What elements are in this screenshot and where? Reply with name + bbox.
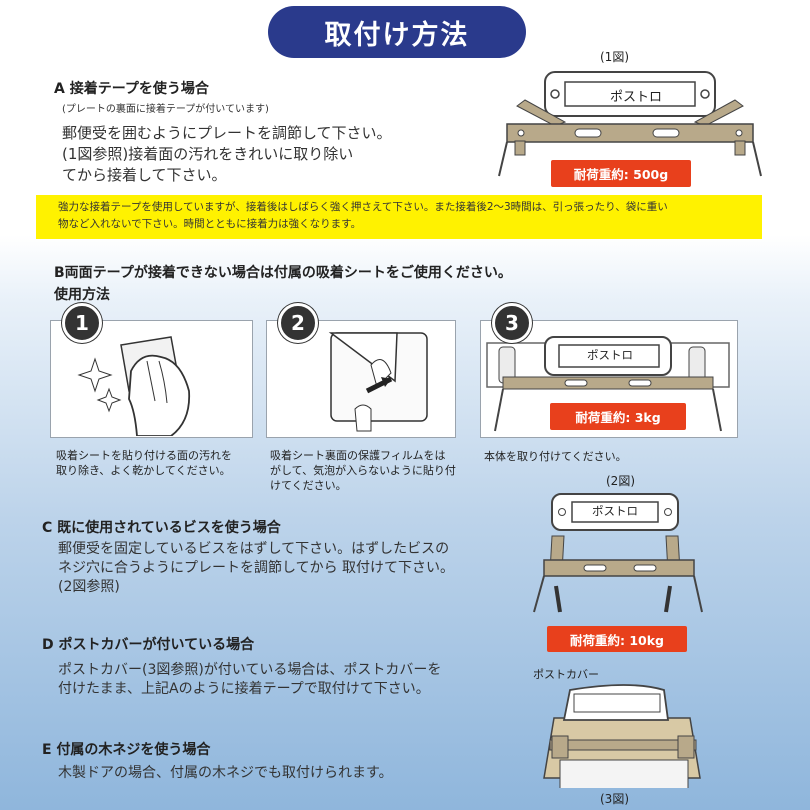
section-d-heading: D ポストカバーが付いている場合 (42, 637, 255, 653)
step2-number: 2 (278, 303, 318, 343)
section-a-text: 郵便受を囲むようにプレートを調節して下さい。 (1図参照)接着面の汚れをきれいに… (62, 124, 392, 184)
section-b-heading: B両面テープが接着できない場合は付属の吸着シートをご使用ください。 (54, 265, 512, 281)
fig2-illustration (533, 493, 703, 613)
fig2-load-badge: 耐荷重約: 10kg (547, 626, 687, 652)
section-c-heading: C 既に使用されているビスを使う場合 (42, 520, 281, 536)
step1-panel (50, 320, 253, 438)
section-b-subheading: 使用方法 (54, 287, 110, 303)
fig2-plate-text: ポストロ (592, 504, 638, 518)
peel-film-illustration (328, 332, 428, 432)
mounted-plate-illustration (486, 336, 730, 432)
fig1-label: (1図) (600, 50, 629, 64)
section-e-heading: E 付属の木ネジを使う場合 (42, 742, 211, 758)
warning-box: 強力な接着テープを使用していますが、接着後はしばらく強く押さえて下さい。また接着… (36, 195, 762, 239)
step3-number: 3 (492, 303, 532, 343)
fig3-callout: ポストカバー (533, 668, 599, 681)
step3-caption: 本体を取り付けてください。 (484, 450, 627, 463)
fig3-label: (3図) (600, 792, 629, 806)
step1-number: 1 (62, 303, 102, 343)
fig1-illustration (498, 71, 762, 177)
fig2-label: (2図) (606, 474, 635, 488)
warning-line: 物など入れないで下さい。時間とともに接着力は強くなります。 (58, 218, 362, 230)
step3-plate-text: ポストロ (587, 348, 633, 362)
warning-line: 強力な接着テープを使用していますが、接着後はしばらく強く押さえて下さい。また接着… (58, 201, 668, 213)
wipe-hand-illustration (77, 336, 191, 437)
section-a-note: (プレートの裏面に接着テープが付いています) (62, 104, 269, 115)
section-c-text: 郵便受を固定しているビスをはずして下さい。はずしたビスの ネジ穴に合うようにプレ… (58, 541, 455, 595)
section-e-text: 木製ドアの場合、付属の木ネジでも取付けられます。 (58, 765, 393, 781)
fig3-illustration (543, 684, 701, 788)
step1-caption: 吸着シートを貼り付ける面の汚れを 取り除き、よく乾かしてください。 (56, 449, 232, 477)
fig1-load-badge: 耐荷重約: 500g (551, 160, 691, 187)
section-d-text: ポストカバー(3図参照)が付いている場合は、ポストカバーを 付けたまま、上記Aの… (58, 662, 442, 697)
step3-load-badge: 耐荷重約: 3kg (550, 403, 686, 430)
step2-caption: 吸着シート裏面の保護フィルムをは がして、気泡が入らないように貼り付 けてくださ… (270, 449, 456, 492)
step2-panel (266, 320, 456, 438)
fig1-plate-text: ポストロ (609, 90, 662, 105)
page-title: 取付け方法 (268, 6, 526, 58)
section-a-heading: A 接着テープを使う場合 (54, 81, 209, 97)
